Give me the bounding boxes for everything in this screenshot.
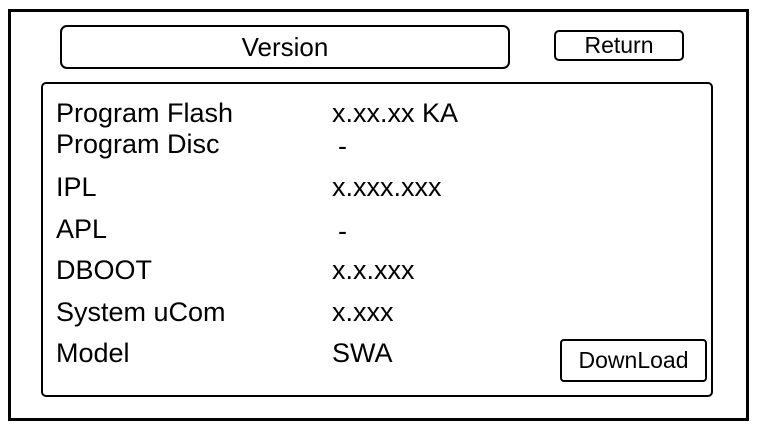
program-disc-label: Program Disc	[56, 129, 220, 159]
program-disc-value: -	[338, 131, 347, 161]
ipl-value: x.xxx.xxx	[332, 172, 442, 202]
download-button-label: DownLoad	[578, 347, 689, 373]
system-ucom-label: System uCom	[56, 297, 226, 327]
page-title-text: Version	[241, 31, 329, 62]
dboot-label: DBOOT	[56, 255, 153, 285]
ipl-label: IPL	[56, 172, 97, 202]
program-flash-value: x.xx.xx KA	[332, 98, 459, 128]
system-ucom-value: x.xxx	[332, 297, 394, 327]
model-value: SWA	[332, 338, 393, 368]
apl-label: APL	[56, 214, 108, 244]
return-button[interactable]: Return	[554, 30, 684, 61]
page-title: Version	[60, 25, 510, 69]
return-button-label: Return	[584, 32, 654, 58]
program-flash-label: Program Flash	[56, 98, 234, 128]
dboot-value: x.x.xxx	[332, 255, 415, 285]
apl-value: -	[338, 216, 347, 246]
model-label: Model	[56, 338, 130, 368]
download-button[interactable]: DownLoad	[560, 339, 707, 382]
